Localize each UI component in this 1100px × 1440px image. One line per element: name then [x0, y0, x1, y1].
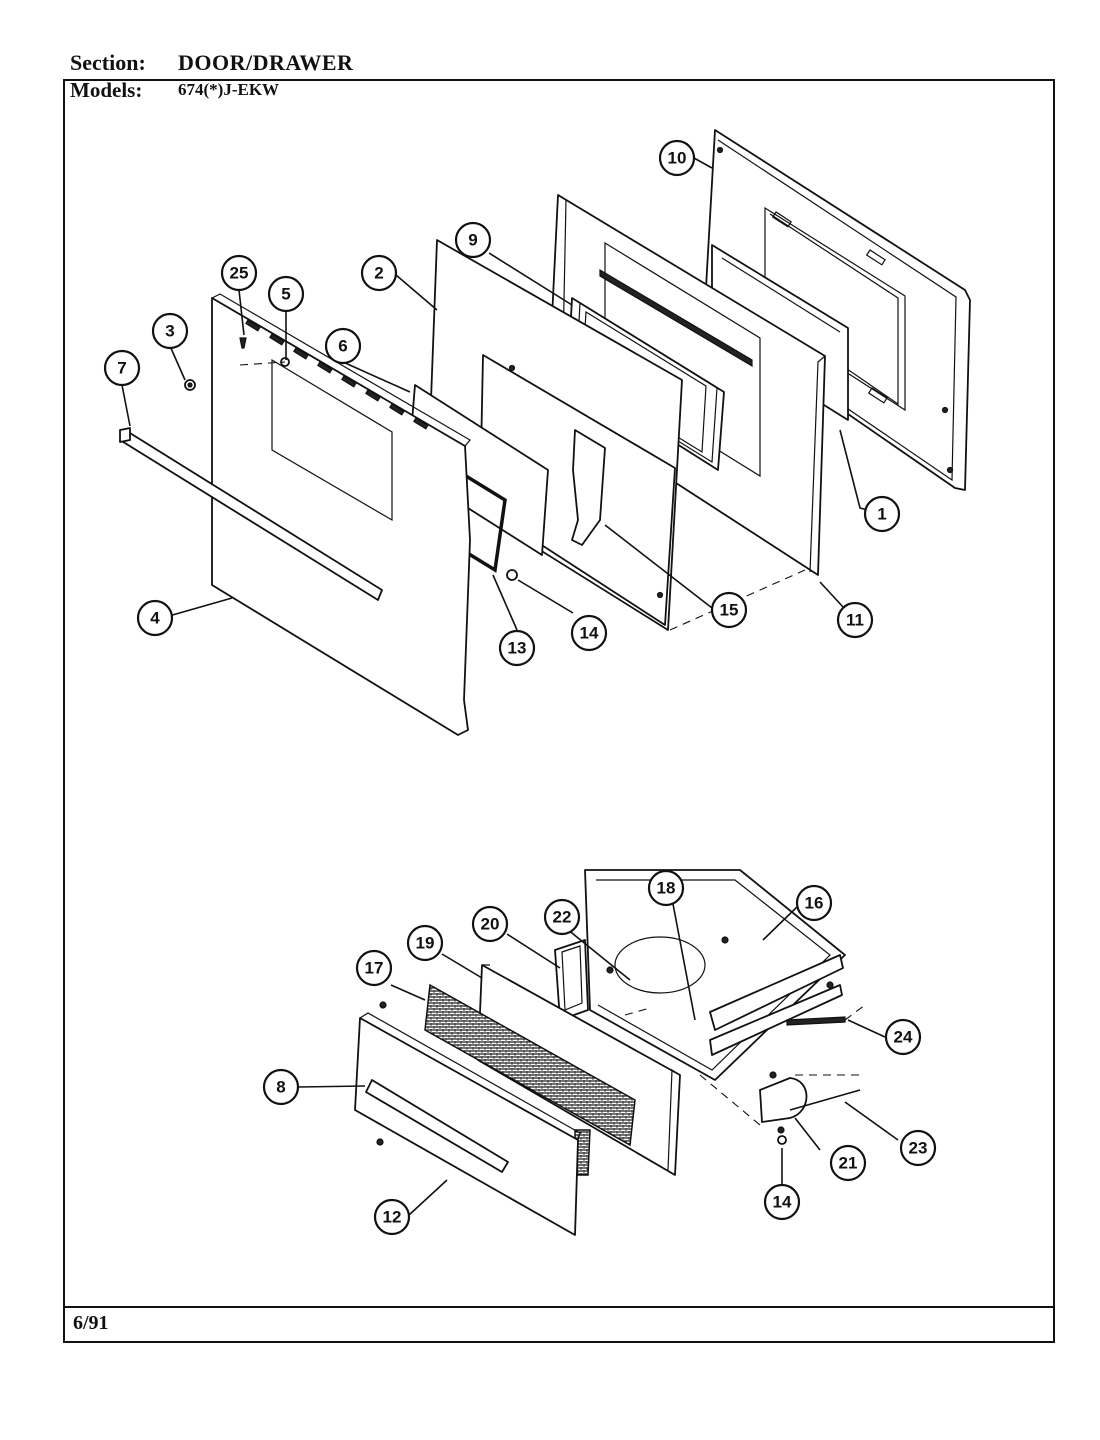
part-3-screw — [184, 379, 196, 391]
part-14-screw-drawer — [777, 1135, 787, 1145]
callout-12: 12 — [373, 1198, 411, 1236]
part-24-rod — [786, 1016, 846, 1026]
svg-text:5: 5 — [281, 285, 290, 304]
models-label: Models: — [70, 78, 143, 102]
svg-text:14: 14 — [773, 1193, 792, 1212]
section-label: Section: — [70, 50, 146, 75]
callout-25: 25 — [220, 254, 258, 292]
svg-text:7: 7 — [117, 359, 126, 378]
svg-text:21: 21 — [839, 1154, 858, 1173]
callout-2: 2 — [360, 254, 398, 292]
part-15-bracket-plate — [479, 354, 676, 626]
callout-4: 4 — [136, 599, 174, 637]
svg-text:19: 19 — [416, 934, 435, 953]
svg-text:20: 20 — [481, 915, 500, 934]
callout-19: 19 — [406, 924, 444, 962]
callout-6: 6 — [324, 327, 362, 365]
svg-text:11: 11 — [846, 611, 864, 630]
svg-text:16: 16 — [805, 894, 824, 913]
part-12-drawer-front — [354, 1012, 581, 1236]
svg-text:14: 14 — [580, 624, 599, 643]
svg-text:25: 25 — [230, 264, 249, 283]
part-21-bracket — [759, 1071, 808, 1134]
part-8-drawer-handle — [365, 1079, 509, 1173]
models-value: 674(*)J-EKW — [178, 80, 280, 99]
callout-5: 5 — [267, 275, 305, 313]
svg-text:24: 24 — [894, 1028, 913, 1047]
door-vent-slots — [245, 319, 429, 430]
svg-text:1: 1 — [877, 505, 886, 524]
svg-text:23: 23 — [909, 1139, 928, 1158]
footer-date: 6/91 — [73, 1312, 109, 1334]
callout-3: 3 — [151, 312, 189, 350]
drawer-screw-bottom — [376, 1138, 384, 1146]
callout-22: 22 — [543, 898, 581, 936]
callout-21: 21 — [829, 1144, 867, 1182]
svg-text:3: 3 — [165, 322, 174, 341]
callout-20: 20 — [471, 905, 509, 943]
svg-text:9: 9 — [468, 231, 477, 250]
svg-text:15: 15 — [720, 601, 739, 620]
svg-text:8: 8 — [276, 1078, 285, 1097]
svg-text:4: 4 — [150, 609, 160, 628]
callout-24: 24 — [884, 1018, 922, 1056]
svg-text:22: 22 — [553, 908, 572, 927]
callout-8: 8 — [262, 1068, 300, 1106]
callout-14-drawer: 14 — [763, 1183, 801, 1221]
svg-text:6: 6 — [338, 337, 347, 356]
drawer-screw-top — [379, 1001, 387, 1009]
svg-text:17: 17 — [365, 959, 384, 978]
part-4-outer-door — [211, 293, 471, 736]
part-25-screw — [239, 337, 247, 349]
page-frame — [63, 79, 1055, 1343]
svg-text:2: 2 — [374, 264, 383, 283]
callout-18: 18 — [647, 869, 685, 907]
section-value: DOOR/DRAWER — [178, 50, 354, 75]
callout-1: 1 — [863, 495, 901, 533]
callout-9: 9 — [454, 221, 492, 259]
callout-10: 10 — [658, 139, 696, 177]
callout-23: 23 — [899, 1129, 937, 1167]
part-14-screw-door — [506, 569, 518, 581]
callout-17: 17 — [355, 949, 393, 987]
alignment-dash-drawer — [624, 1004, 866, 1126]
part-20-bracket — [554, 939, 589, 1021]
callout-7: 7 — [103, 349, 141, 387]
callout-14-door: 14 — [570, 614, 608, 652]
callout-11: 11 — [836, 601, 874, 639]
callout-13: 13 — [498, 629, 536, 667]
svg-text:12: 12 — [383, 1208, 402, 1227]
svg-text:10: 10 — [668, 149, 687, 168]
part-23-wire — [789, 1089, 861, 1111]
part-7-door-handle — [119, 427, 383, 601]
callout-16: 16 — [795, 884, 833, 922]
callout-15: 15 — [710, 591, 748, 629]
svg-text:18: 18 — [657, 879, 676, 898]
svg-text:13: 13 — [508, 639, 527, 658]
